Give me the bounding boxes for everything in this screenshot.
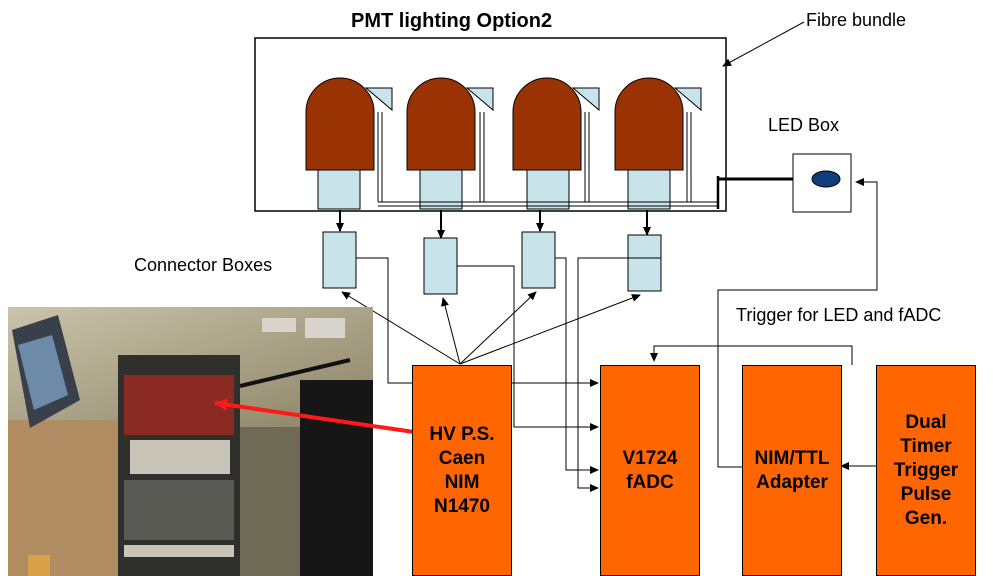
pmt-base [526, 169, 570, 210]
connector-box [423, 237, 458, 295]
pmt-dome [406, 77, 476, 171]
pmt-base [419, 169, 463, 210]
hv-power-supply-box: HV P.S. Caen NIM N1470 [412, 365, 512, 576]
diagram-title: PMT lighting Option2 [351, 10, 553, 32]
nim-ttl-adapter-label: NIM/TTL Adapter [754, 447, 830, 493]
pmt-base [627, 169, 671, 210]
hv-arrows [341, 291, 641, 365]
connector-box [627, 234, 662, 292]
pmt-dome [614, 77, 684, 171]
fibre-pointer-arrow [722, 21, 805, 67]
photo-pointer-arrow [214, 398, 415, 434]
pmt-dome [512, 77, 582, 171]
fibre-bundle-label: Fibre bundle [806, 10, 907, 30]
connector-box [521, 231, 556, 289]
connector-boxes-label: Connector Boxes [134, 255, 273, 275]
trigger-label: Trigger for LED and fADC [736, 305, 942, 325]
hv-power-supply-label: HV P.S. Caen NIM N1470 [429, 423, 495, 517]
rack-photo [8, 307, 373, 576]
trigger-lines [650, 178, 878, 470]
timer-trigger-label: Dual Timer Trigger Pulse Gen. [893, 411, 959, 529]
fibre-bundle [377, 112, 808, 209]
led-icon [811, 170, 841, 188]
led-box-label: LED Box [768, 115, 840, 135]
connector-box-group [322, 231, 662, 295]
pmt-unit [305, 77, 375, 210]
pmt-dome [305, 77, 375, 171]
timer-trigger-box: Dual Timer Trigger Pulse Gen. [876, 365, 976, 576]
fadc-label: V1724 fADC [622, 447, 678, 493]
fadc-box: V1724 fADC [600, 365, 700, 576]
pmt-base [317, 169, 361, 210]
nim-ttl-adapter-box: NIM/TTL Adapter [742, 365, 842, 576]
signal-arrows [336, 210, 651, 239]
connector-box [322, 231, 357, 289]
fibre-head [364, 87, 702, 112]
